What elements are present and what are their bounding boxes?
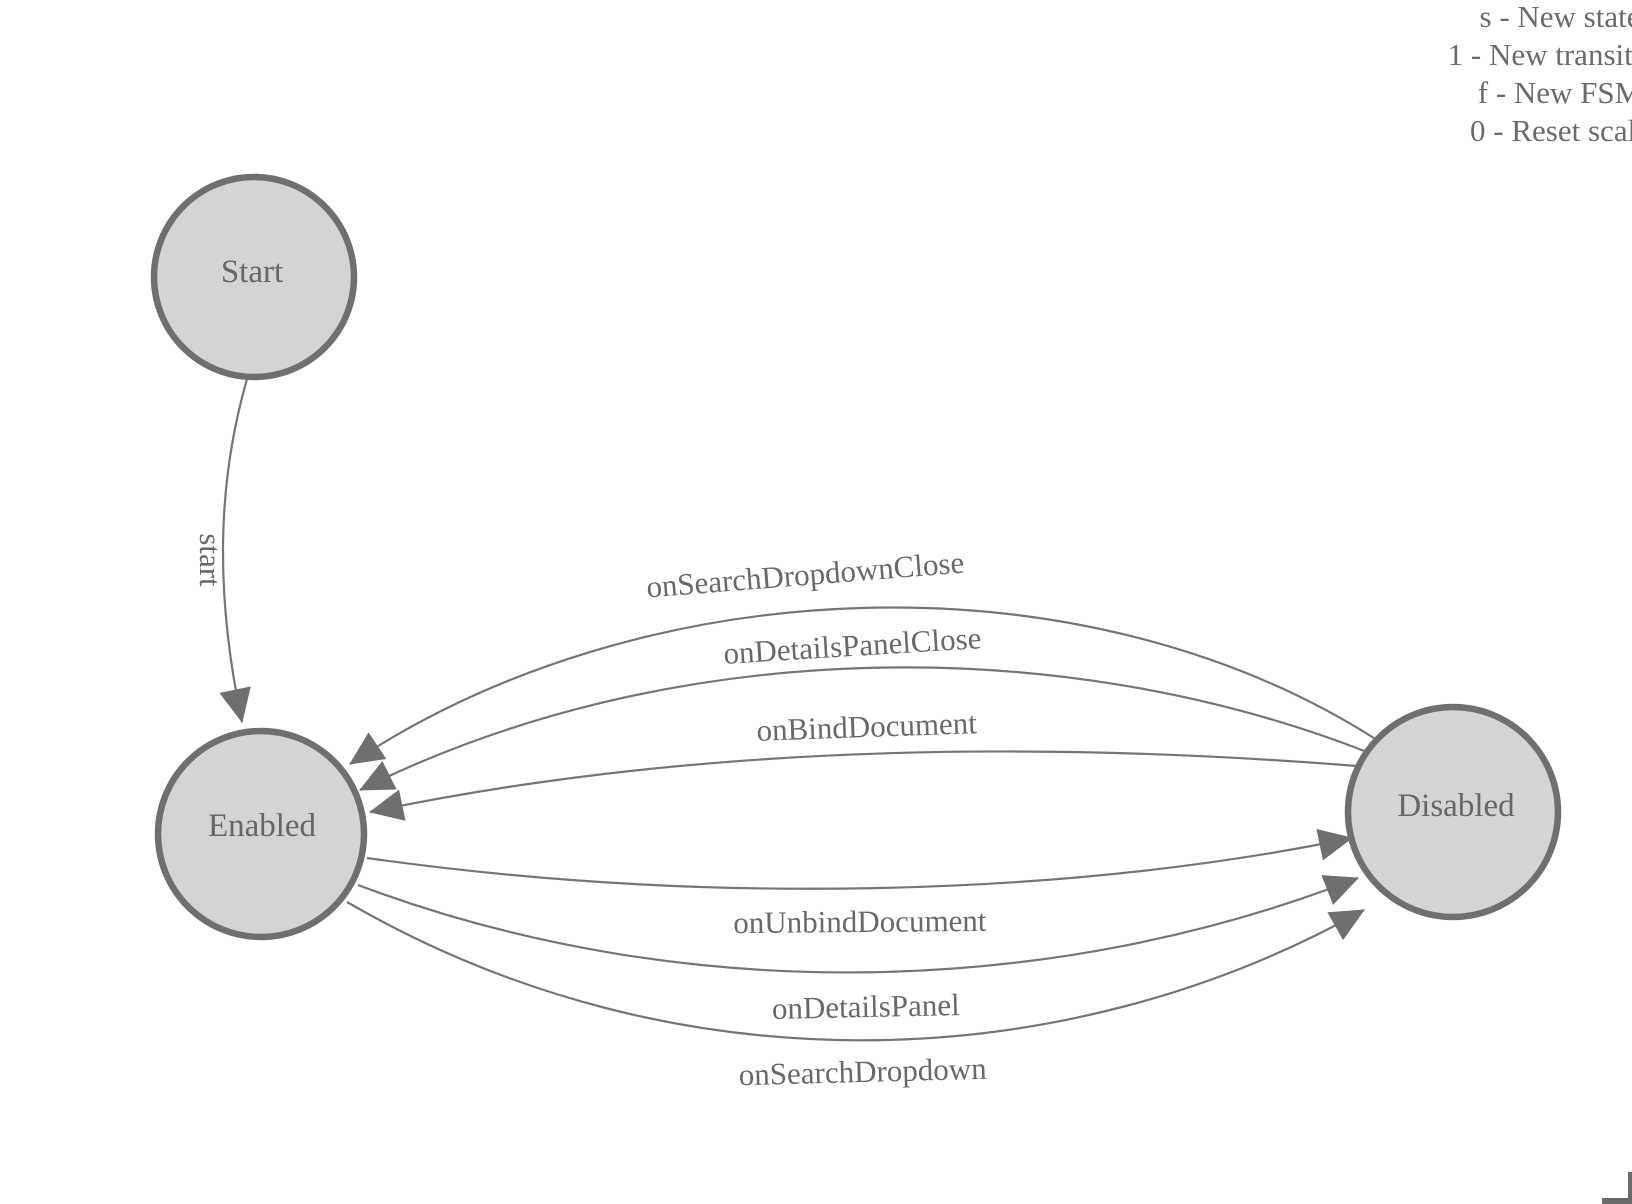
node-start-circle[interactable]: [150, 173, 358, 381]
edge-onBindDocument[interactable]: [369, 750, 1358, 821]
edge-label-onDetailsPanel: onDetailsPanel: [772, 987, 960, 1026]
edge-label-onSearchDropdownClose: onSearchDropdownClose: [645, 545, 965, 605]
node-disabled-label: Disabled: [1397, 788, 1515, 824]
edge-label-start: start: [193, 533, 228, 587]
node-start-label: Start: [221, 254, 283, 290]
legend-line-new-state: s - New state: [1479, 0, 1632, 34]
edge-start[interactable]: [219, 378, 251, 723]
edge-onDetailsPanel[interactable]: [357, 875, 1359, 974]
node-enabled-circle[interactable]: [154, 727, 368, 941]
node-enabled-label: Enabled: [208, 808, 317, 844]
node-disabled[interactable]: Disabled: [1344, 703, 1562, 921]
shortcuts-legend: s - New state 1 - New transition f - New…: [1310, 0, 1632, 150]
edge-onUnbindDocument[interactable]: [366, 828, 1353, 890]
legend-line-new-transition: 1 - New transition: [1447, 37, 1632, 72]
node-disabled-circle[interactable]: [1344, 703, 1562, 921]
legend-line-new-fsm: f - New FSM: [1477, 75, 1632, 110]
edge-label-onDetailsPanelClose: onDetailsPanelClose: [722, 620, 982, 671]
edge-onSearchDropdownClose[interactable]: [349, 606, 1378, 765]
edge-onSearchDropdown[interactable]: [346, 901, 1365, 1042]
edge-label-onUnbindDocument: onUnbindDocument: [733, 903, 987, 940]
edge-label-onBindDocument: onBindDocument: [756, 705, 978, 748]
edge-onDetailsPanelClose[interactable]: [359, 666, 1368, 791]
node-enabled[interactable]: Enabled: [154, 727, 368, 941]
node-start[interactable]: Start: [150, 173, 358, 381]
edge-label-onSearchDropdown: onSearchDropdown: [738, 1051, 987, 1092]
legend-line-reset-scale: 0 - Reset scale: [1470, 113, 1632, 148]
corner-bracket: [1602, 1172, 1632, 1204]
